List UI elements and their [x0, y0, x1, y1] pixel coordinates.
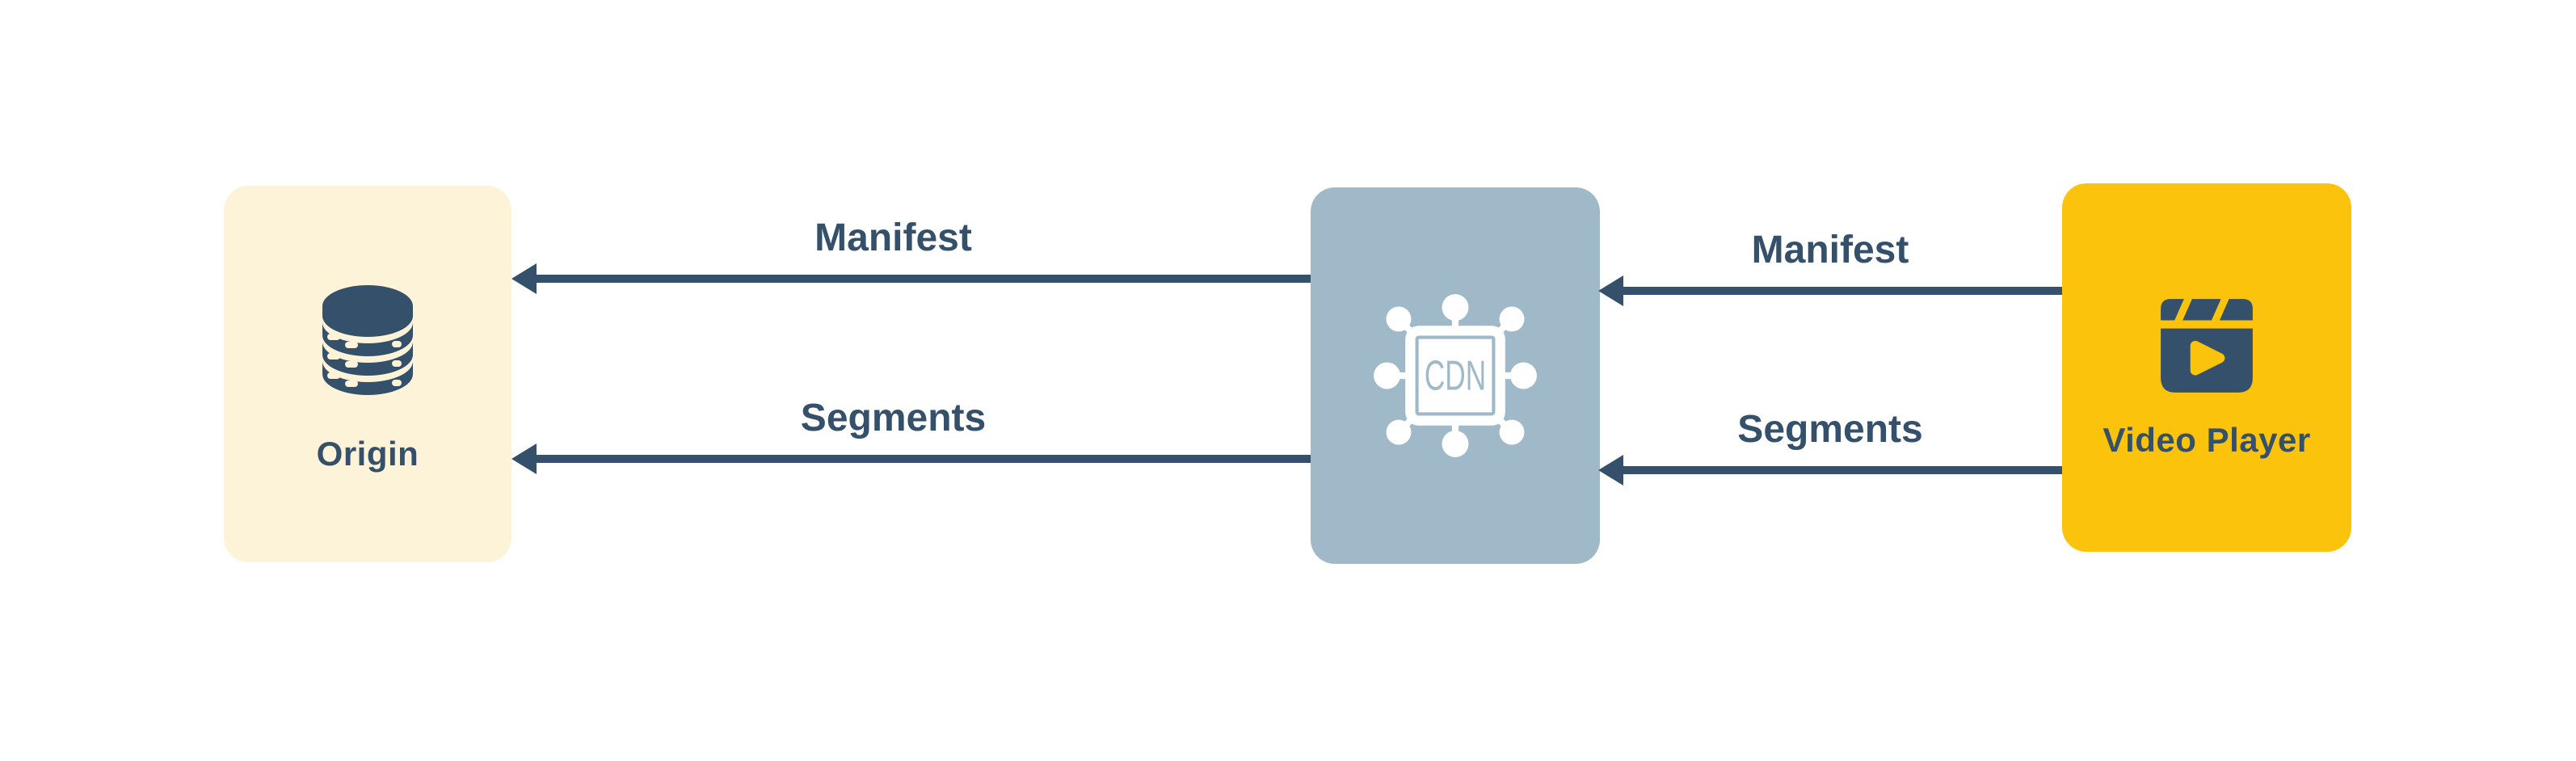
arrow-line — [1619, 466, 2062, 474]
cdn-node: CDN — [1311, 187, 1600, 564]
clapperboard-play-icon — [2161, 296, 2253, 393]
cdn-network-chip-icon: CDN — [1374, 294, 1537, 457]
edge-manifest-cdn-to-origin: Manifest — [511, 219, 1311, 296]
video-player-node: Video Player — [2062, 183, 2351, 552]
edge-label: Segments — [800, 397, 987, 439]
edge-label: Manifest — [1751, 229, 1909, 271]
arrow-line — [532, 275, 1311, 283]
origin-node: Origin — [224, 186, 511, 562]
arrow-line — [532, 455, 1311, 463]
play-icon — [2190, 340, 2225, 376]
database-icon — [322, 285, 413, 395]
origin-label: Origin — [316, 435, 419, 473]
edge-manifest-player-to-cdn: Manifest — [1598, 231, 2062, 309]
arrow-head-icon — [511, 444, 537, 474]
cdn-chip-label: CDN — [1425, 352, 1486, 399]
video-player-label: Video Player — [2102, 421, 2311, 459]
arrow-head-icon — [1598, 455, 1623, 486]
edge-label: Manifest — [814, 217, 972, 259]
edge-segments-player-to-cdn: Segments — [1598, 410, 2062, 488]
edge-label: Segments — [1737, 408, 1923, 451]
arrow-head-icon — [511, 263, 537, 294]
arrow-line — [1619, 287, 2062, 295]
arrow-head-icon — [1598, 275, 1623, 306]
edge-segments-cdn-to-origin: Segments — [511, 399, 1311, 477]
